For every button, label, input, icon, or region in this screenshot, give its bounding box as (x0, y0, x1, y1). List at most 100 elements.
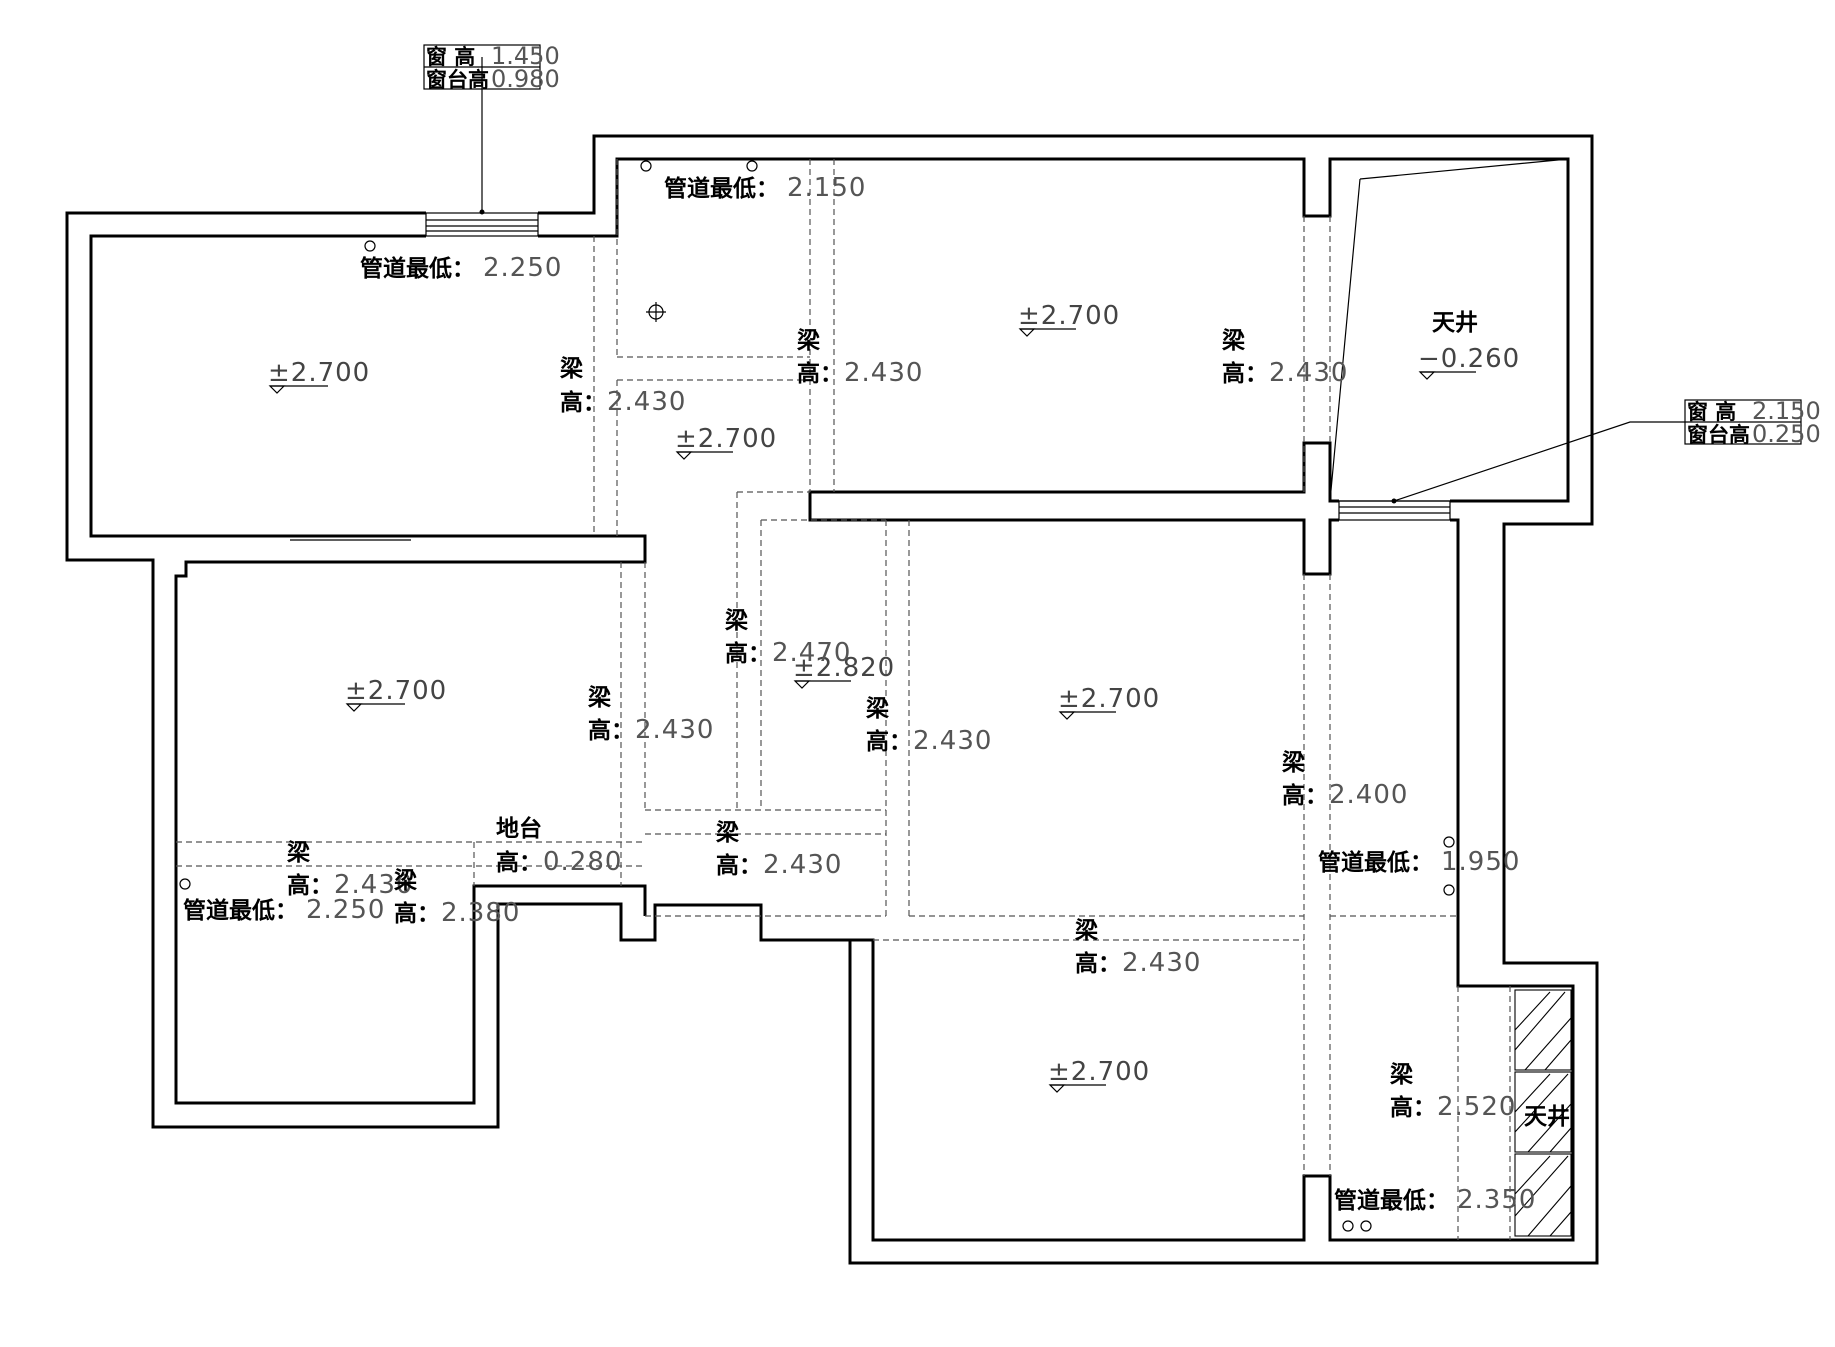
svg-text:窗 高: 窗 高 (426, 45, 475, 69)
pipe-label-n: 管道最低： 2.150 (664, 173, 866, 203)
svg-text:窗台高: 窗台高 (426, 68, 489, 92)
beam-label-2: 梁 高： 2.430 (796, 328, 923, 388)
level-mark-corridor: ±2.820 (793, 653, 895, 689)
svg-text:梁: 梁 (724, 608, 748, 634)
svg-text:2.400: 2.400 (1329, 780, 1408, 810)
svg-text:2.430: 2.430 (1269, 358, 1348, 388)
window-tag-east: 窗 高 2.150 窗台高 0.250 (1684, 397, 1821, 448)
svg-text:2.150: 2.150 (1752, 397, 1821, 425)
inner-east-line (808, 441, 1339, 576)
svg-text:2.250: 2.250 (483, 253, 562, 283)
floor-platform-label: 地台 高： 0.280 (496, 815, 622, 877)
svg-text:梁: 梁 (587, 685, 611, 711)
svg-text:±2.700: ±2.700 (345, 676, 447, 706)
svg-text:管道最低：: 管道最低： (1318, 849, 1433, 876)
svg-text:−0.260: −0.260 (1418, 344, 1520, 374)
svg-text:2.430: 2.430 (334, 870, 413, 900)
beam-label-7: 梁 高： 2.400 (1281, 750, 1408, 810)
svg-text:窗台高: 窗台高 (1687, 423, 1750, 447)
svg-text:2.470: 2.470 (772, 638, 851, 668)
beam-label-10: 梁 高： 2.380 (393, 868, 520, 928)
level-mark-room-south: ±2.700 (1048, 1057, 1150, 1093)
beam-lines (176, 159, 1511, 1240)
level-mark-hall: ±2.700 (675, 424, 777, 460)
svg-text:高：: 高： (560, 389, 606, 416)
svg-text:梁: 梁 (1389, 1062, 1413, 1088)
svg-text:管道最低：: 管道最低： (360, 255, 475, 282)
outer-walls (65, 134, 1599, 1265)
svg-text:高：: 高： (716, 852, 762, 879)
beam-label-4: 梁 高： 2.470 (724, 608, 851, 668)
beam-label-12: 梁 高： 2.520 (1389, 1062, 1516, 1122)
svg-text:梁: 梁 (559, 356, 583, 382)
svg-text:2.150: 2.150 (787, 173, 866, 203)
beam-label-9: 梁 高： 2.430 (286, 840, 413, 900)
svg-text:窗 高: 窗 高 (1687, 400, 1736, 424)
svg-text:2.520: 2.520 (1437, 1092, 1516, 1122)
outer-wall-top (65, 134, 1599, 1265)
svg-text:±2.820: ±2.820 (793, 653, 895, 683)
pipe-label-sw: 管道最低： 2.250 (183, 895, 385, 925)
svg-text:2.430: 2.430 (763, 850, 842, 880)
level-mark-room-north: ±2.700 (1018, 301, 1120, 337)
window-tag-north: 窗 高 1.450 窗台高 0.980 (423, 42, 560, 93)
svg-text:2.430: 2.430 (913, 726, 992, 756)
svg-text:0.250: 0.250 (1752, 420, 1821, 448)
svg-text:梁: 梁 (286, 840, 310, 866)
beam-label-11: 梁 高： 2.430 (1074, 918, 1201, 978)
svg-text:±2.700: ±2.700 (675, 424, 777, 454)
pipe-markers (179, 160, 1455, 1232)
skylight-slope-line (1329, 158, 1569, 502)
svg-text:梁: 梁 (796, 328, 820, 354)
level-mark-skylight: −0.260 (1418, 344, 1520, 380)
window-east (1338, 421, 1685, 521)
svg-text:2.430: 2.430 (607, 387, 686, 417)
svg-text:高：: 高： (1075, 950, 1121, 977)
svg-text:梁: 梁 (1074, 918, 1098, 944)
svg-text:1.450: 1.450 (491, 42, 560, 70)
beam-label-1: 梁 高： 2.430 (559, 356, 686, 417)
svg-text:地台: 地台 (496, 815, 542, 842)
pipe-label-e: 管道最低： 1.950 (1318, 847, 1520, 877)
level-mark-bedroom-nw: ±2.700 (268, 358, 370, 394)
window-north (425, 57, 539, 237)
svg-text:梁: 梁 (865, 696, 889, 722)
svg-text:高：: 高： (725, 640, 771, 667)
svg-text:2.430: 2.430 (635, 715, 714, 745)
level-mark-room-west: ±2.700 (345, 676, 447, 712)
svg-text:高：: 高： (797, 360, 843, 387)
svg-text:2.250: 2.250 (306, 895, 385, 925)
beam-label-3: 梁 高： 2.430 (1221, 328, 1348, 388)
skylight-hatch (1514, 989, 1572, 1237)
svg-text:高：: 高： (496, 849, 542, 876)
svg-text:±2.700: ±2.700 (1048, 1057, 1150, 1087)
level-mark-living: ±2.700 (1058, 684, 1159, 720)
skylight-label-se: 天井 (1524, 1104, 1570, 1130)
svg-text:±2.700: ±2.700 (268, 358, 370, 388)
pipe-label-se: 管道最低： 2.350 (1334, 1185, 1536, 1215)
beam-label-5: 梁 高： 2.430 (587, 685, 714, 745)
svg-text:管道最低：: 管道最低： (1334, 1187, 1449, 1214)
svg-text:梁: 梁 (1281, 750, 1305, 776)
svg-text:管道最低：: 管道最低： (664, 175, 779, 202)
svg-text:±2.700: ±2.700 (1018, 301, 1120, 331)
svg-text:2.350: 2.350 (1457, 1185, 1536, 1215)
svg-text:0.980: 0.980 (491, 65, 560, 93)
svg-text:梁: 梁 (393, 868, 417, 894)
skylight-label-ne: 天井 (1432, 310, 1478, 336)
svg-text:梁: 梁 (1221, 328, 1245, 354)
beam-label-8: 梁 高： 2.430 (715, 820, 842, 880)
svg-text:2.380: 2.380 (441, 898, 520, 928)
pipe-label-nw: 管道最低： 2.250 (360, 253, 562, 283)
inner-se-line (761, 518, 1575, 1242)
svg-text:0.280: 0.280 (543, 847, 622, 877)
svg-text:高：: 高： (1390, 1094, 1436, 1121)
beam-label-6: 梁 高： 2.430 (865, 696, 992, 756)
svg-text:高：: 高： (588, 717, 634, 744)
svg-text:高：: 高： (1222, 360, 1268, 387)
svg-text:2.430: 2.430 (1122, 948, 1201, 978)
svg-text:1.950: 1.950 (1441, 847, 1520, 877)
svg-text:2.430: 2.430 (844, 358, 923, 388)
svg-text:高：: 高： (394, 900, 440, 927)
